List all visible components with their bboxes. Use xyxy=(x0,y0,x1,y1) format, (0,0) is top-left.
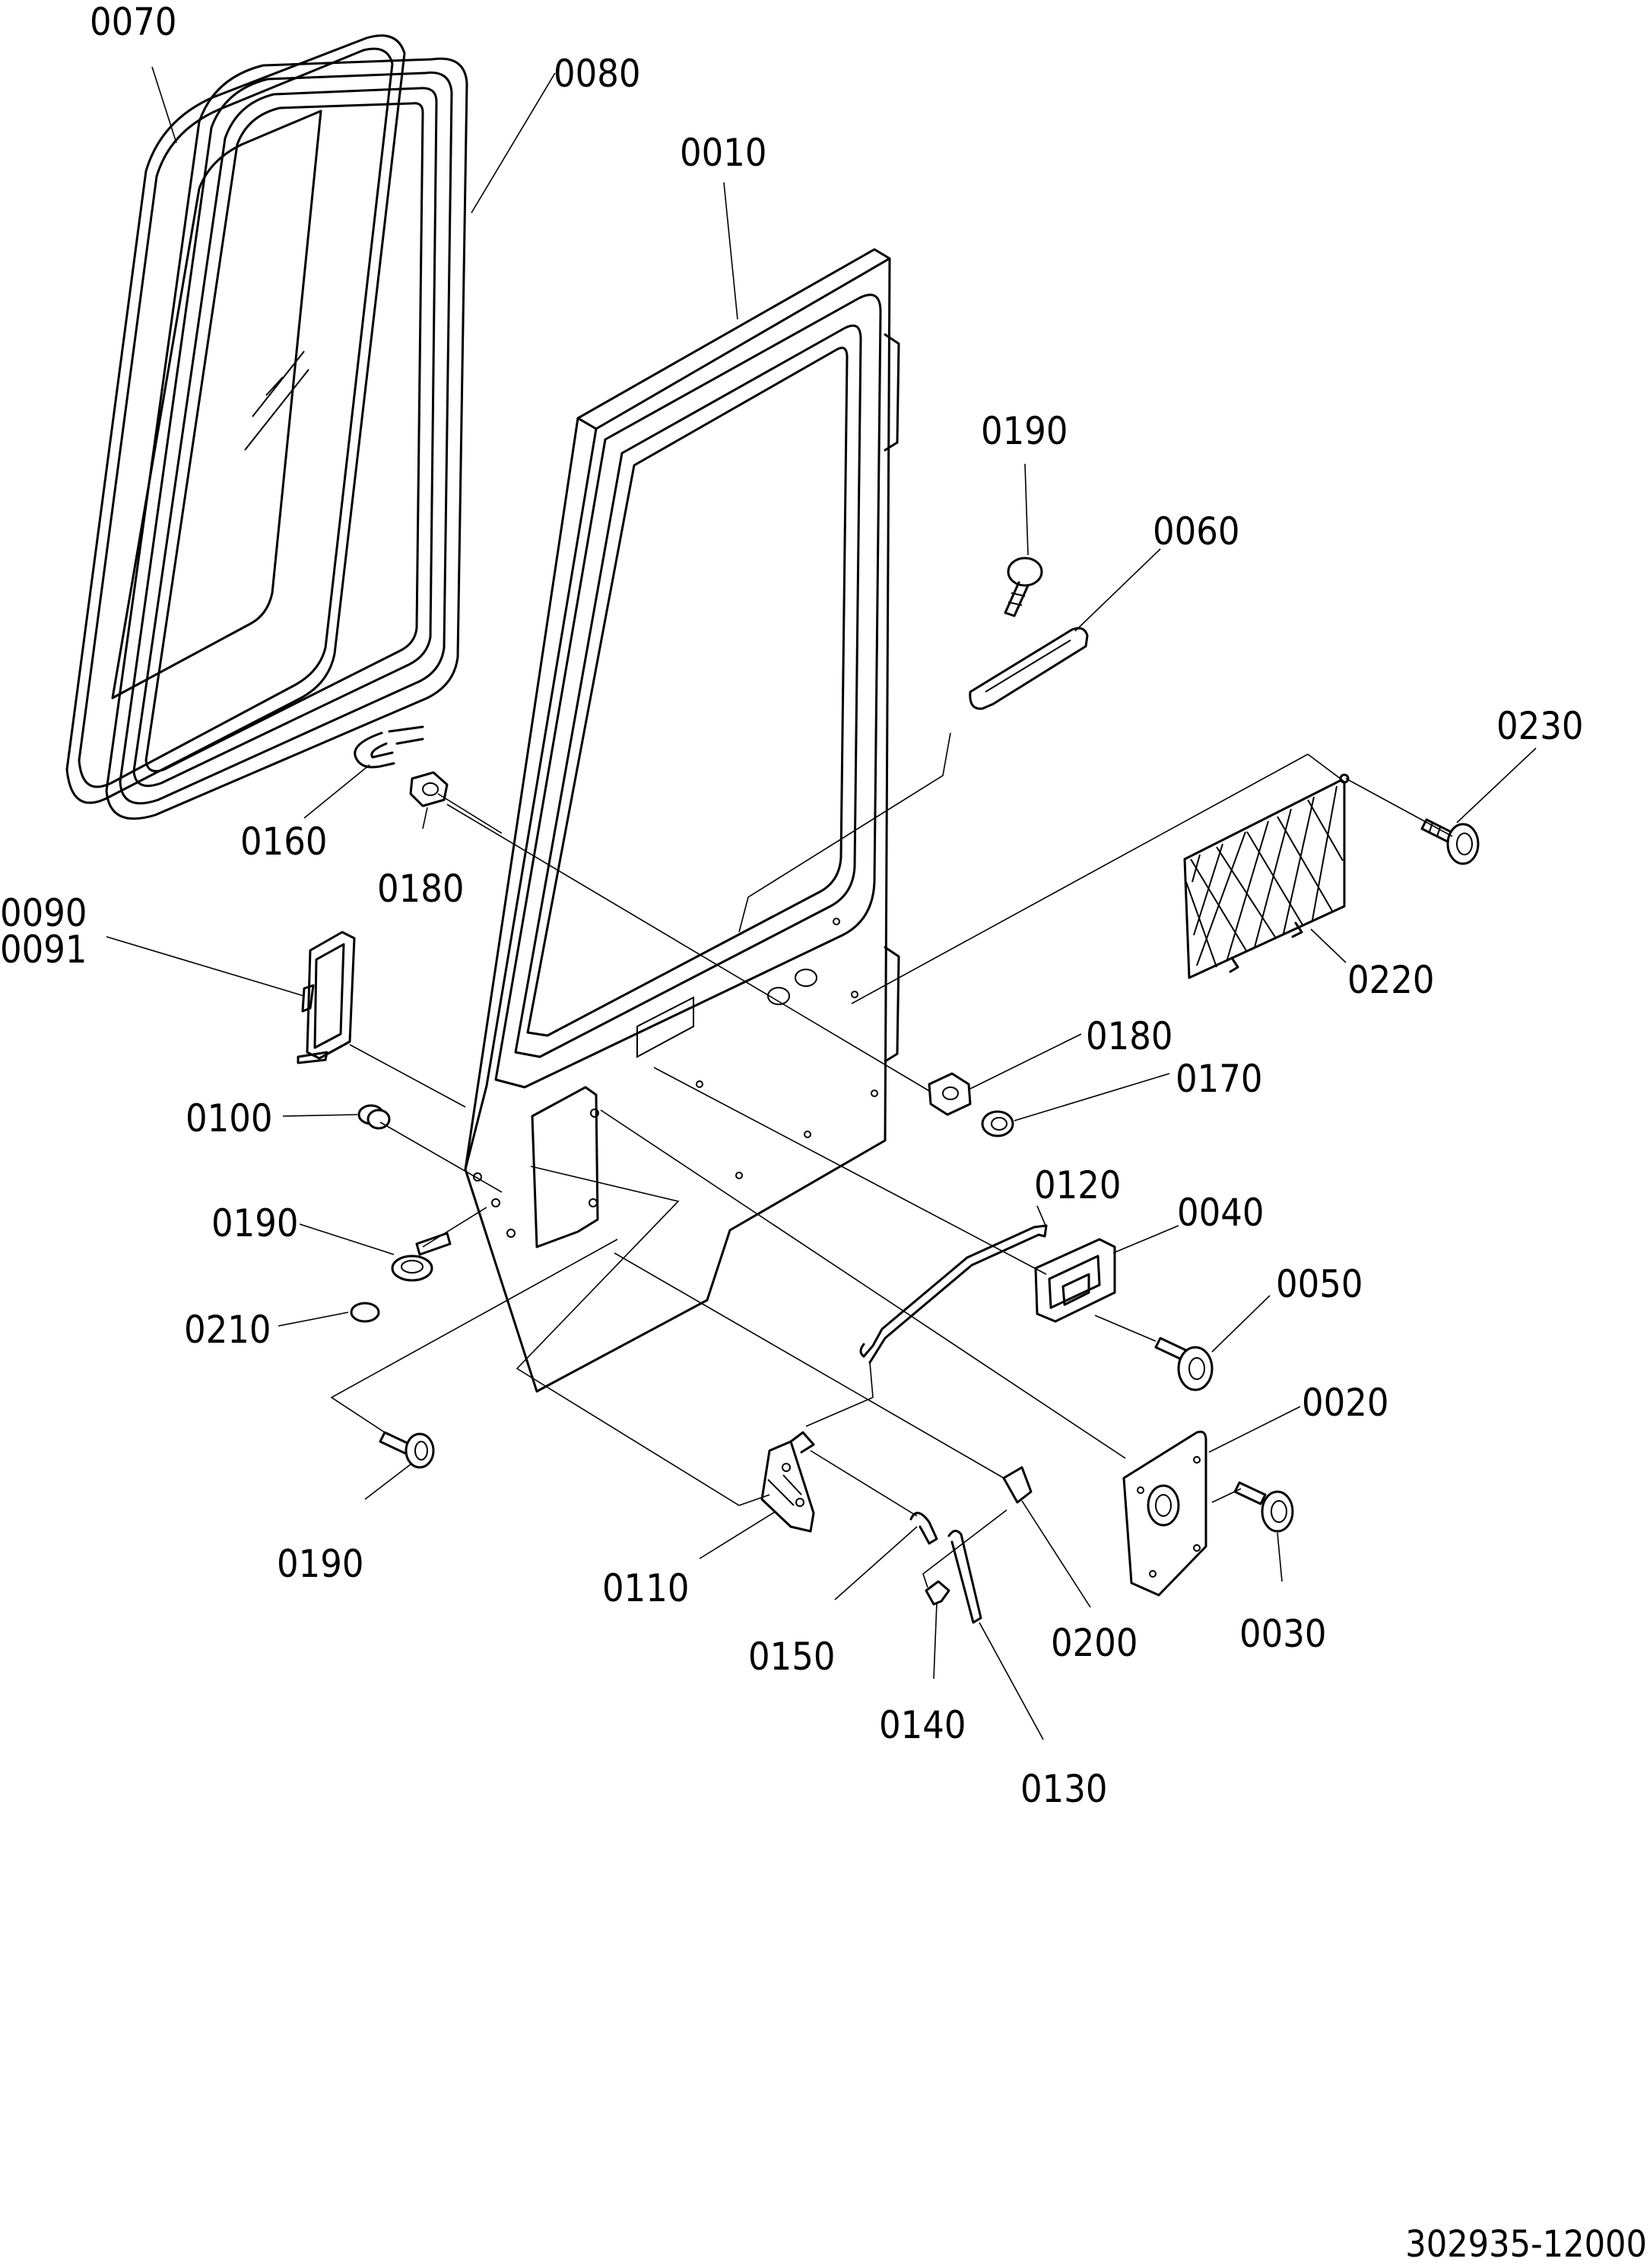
callout-0170: 0170 xyxy=(1176,1057,1262,1101)
part-pin xyxy=(925,1580,950,1606)
callout-0040: 0040 xyxy=(1177,1191,1264,1235)
callout-0091: 0091 xyxy=(0,928,87,972)
part-screw-plate xyxy=(1233,1481,1294,1533)
part-washer xyxy=(981,1110,1014,1137)
callout-0180: 0180 xyxy=(1086,1014,1172,1058)
callout-0140: 0140 xyxy=(879,1703,966,1747)
part-lock-base xyxy=(297,931,356,1064)
callout-0120: 0120 xyxy=(1034,1163,1121,1207)
callout-0100: 0100 xyxy=(186,1096,272,1140)
callout-0050: 0050 xyxy=(1276,1262,1363,1306)
callout-0220: 0220 xyxy=(1347,958,1434,1002)
callout-0150: 0150 xyxy=(748,1635,835,1679)
callout-0030: 0030 xyxy=(1239,1612,1326,1656)
callout-0020: 0020 xyxy=(1302,1381,1388,1425)
part-window-glass xyxy=(65,34,406,804)
part-rod xyxy=(859,1224,1048,1364)
callout-0070: 0070 xyxy=(90,0,176,44)
callout-0200: 0200 xyxy=(1051,1621,1138,1665)
callout-0110: 0110 xyxy=(602,1566,689,1610)
callout-0130: 0130 xyxy=(1020,1767,1107,1811)
part-grab-handle xyxy=(969,626,1089,710)
part-screw-net xyxy=(1420,818,1480,865)
callout-0190: 0190 xyxy=(981,409,1068,453)
callout-0160: 0160 xyxy=(240,820,327,864)
callout-0010: 0010 xyxy=(680,131,766,175)
part-nut-top xyxy=(409,771,449,807)
part-u-bolt xyxy=(354,725,424,769)
part-screw-left xyxy=(391,1232,452,1282)
part-cap xyxy=(350,1302,380,1323)
part-latch xyxy=(760,1431,815,1533)
callout-0190: 0190 xyxy=(277,1542,363,1586)
part-link xyxy=(909,1511,938,1545)
callout-0190: 0190 xyxy=(211,1201,298,1245)
part-screw-handle xyxy=(1154,1337,1214,1391)
callout-labels: 0070 0080 0010 0190 0060 0230 0160 0180 … xyxy=(0,0,1583,1811)
part-screw-bottom xyxy=(379,1431,435,1469)
part-nut-right xyxy=(928,1072,972,1116)
callout-0230: 0230 xyxy=(1496,704,1583,748)
callout-0080: 0080 xyxy=(554,52,640,96)
part-door-frame xyxy=(464,248,900,1393)
part-inner-handle xyxy=(1034,1238,1116,1323)
part-cover-plate xyxy=(1122,1430,1207,1597)
callout-0090: 0090 xyxy=(0,891,87,935)
part-screw-top xyxy=(1004,557,1043,617)
callout-0180: 0180 xyxy=(377,867,464,911)
part-rod-lower xyxy=(947,1530,982,1624)
part-window-frame-seal xyxy=(105,57,468,820)
callout-0210: 0210 xyxy=(184,1308,271,1352)
part-clip xyxy=(1002,1466,1033,1504)
callout-0060: 0060 xyxy=(1153,509,1239,554)
drawing-number: 302935-12000 xyxy=(1405,2223,1647,2266)
leader-lines xyxy=(106,66,1537,1740)
part-net xyxy=(1183,773,1350,979)
